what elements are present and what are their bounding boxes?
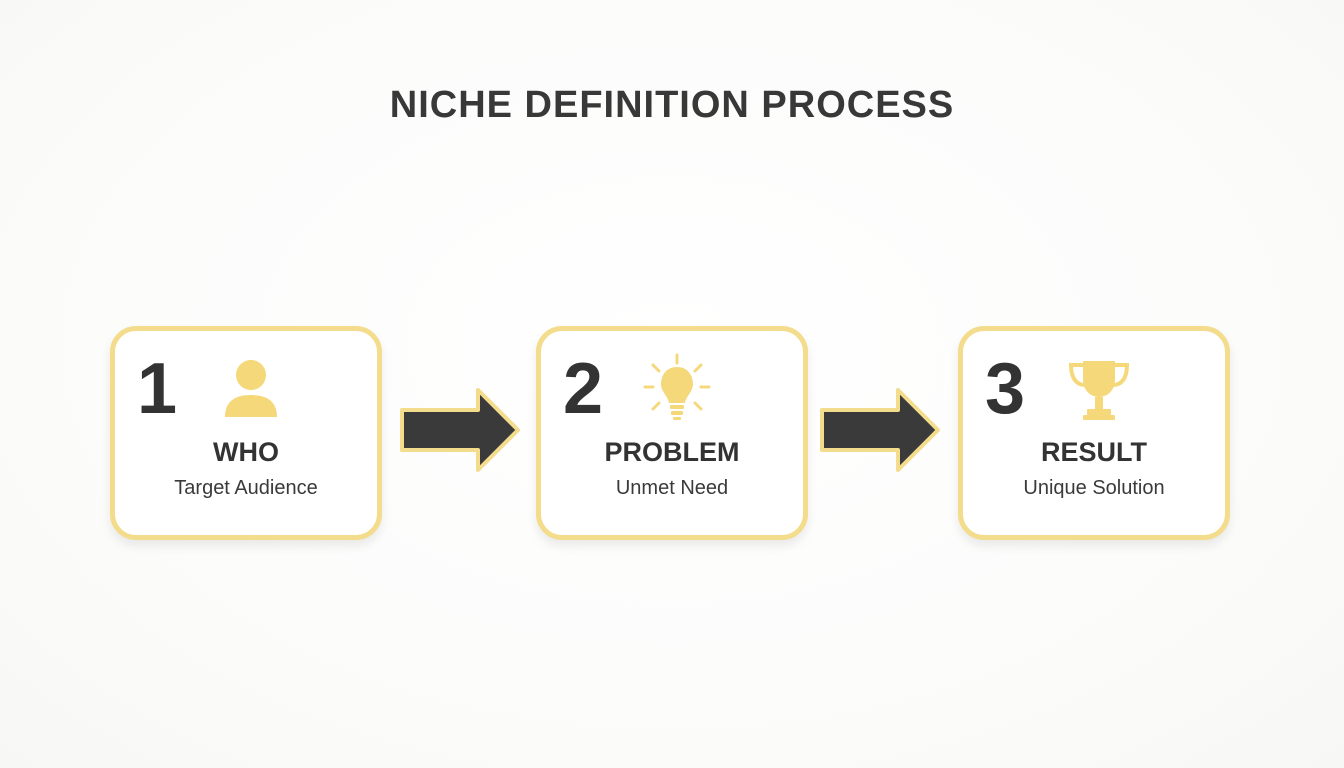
- step-card-result: 3 RESULT Unique Solution: [958, 326, 1230, 540]
- step-heading: RESULT: [1041, 437, 1147, 467]
- lightbulb-icon: [643, 353, 711, 420]
- step-subtitle: Unique Solution: [1023, 477, 1165, 499]
- step-number: 3: [985, 349, 1026, 429]
- arrow-right-icon: [820, 388, 940, 472]
- step-card-problem: 2 PROBLEM Unmet Need: [536, 326, 808, 540]
- step-subtitle: Target Audience: [174, 477, 318, 499]
- page-title: NICHE DEFINITION PROCESS: [389, 84, 955, 126]
- trophy-icon: [1068, 361, 1130, 420]
- step-card-who: 1 WHO Target Audience: [110, 326, 382, 540]
- person-icon: [225, 360, 277, 417]
- step-subtitle: Unmet Need: [615, 477, 729, 499]
- step-number: 2: [563, 349, 604, 429]
- step-heading: PROBLEM: [604, 437, 740, 467]
- arrow-right-icon: [400, 388, 520, 472]
- step-heading: WHO: [213, 437, 279, 467]
- step-number: 1: [137, 349, 178, 429]
